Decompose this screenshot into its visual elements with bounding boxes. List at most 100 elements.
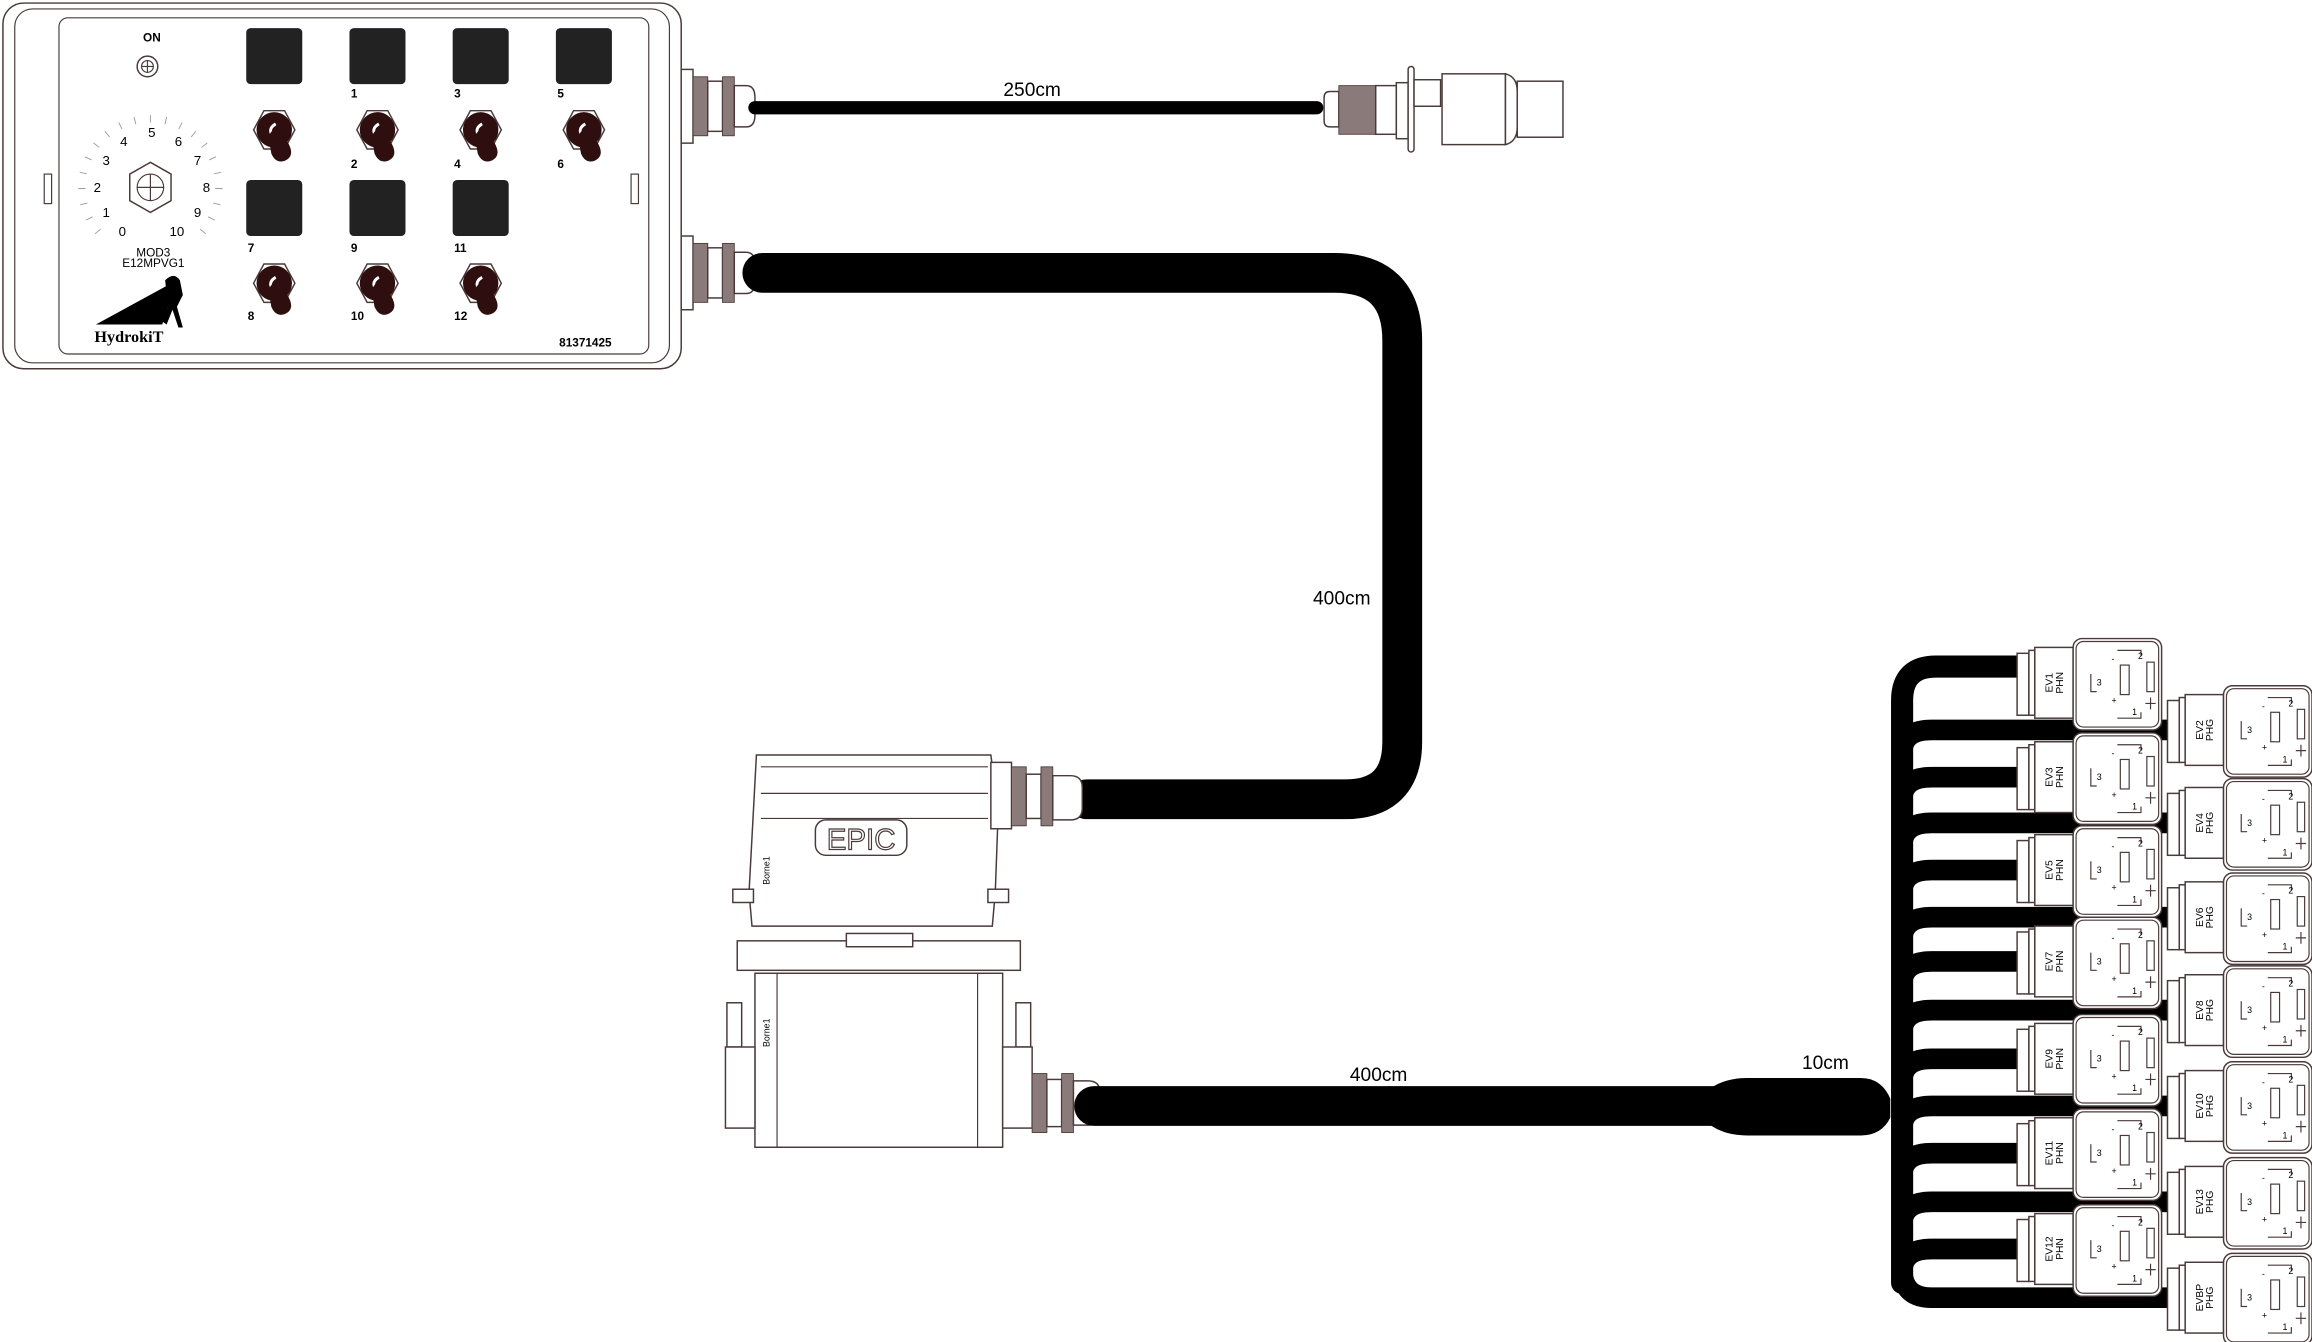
toggle-switch-6[interactable] [355,263,399,315]
pin-label: 1 [2283,1035,2288,1045]
switch-number: 10 [351,310,365,323]
pin-label: 1 [2283,1226,2288,1236]
pin-label: 2 [2288,1074,2293,1084]
valve-type: PHN [2055,672,2066,694]
pin-label: + [2262,1214,2267,1224]
pin-label: 1 [2283,847,2288,857]
switch-number: 4 [454,158,461,171]
pin-label: 1 [2132,1273,2137,1283]
pin-label: 1 [2132,1083,2137,1093]
harness-branch [1891,719,2181,764]
pin-label: + [2262,1023,2267,1033]
switch-number: 7 [248,242,255,255]
pin-label: 2 [2288,1170,2293,1180]
valve-name: EV3 [2044,767,2055,787]
dial-tick [164,116,168,125]
harness-trunk [1891,655,2032,1294]
harness-branch [1891,906,2181,952]
toggle-switch-2[interactable] [355,109,399,162]
epic-connector: EPIC Borne1 Borne1 [724,754,1101,1148]
epic-hood: EPIC Borne1 [732,754,1084,927]
dial-tick [209,156,217,161]
valve-type: PHG [2205,1191,2216,1213]
harness-branch [1891,951,2031,996]
pin-label: - [2262,794,2265,804]
dial-number: 1 [102,205,109,220]
valve-name: EV10 [2195,1093,2206,1118]
dial-tick [190,130,197,138]
dial-tick [79,171,88,175]
pin-label: - [2262,1269,2265,1279]
pin-label: - [2111,933,2114,943]
main-cable [742,252,1423,820]
toggle-switch-5[interactable] [252,263,296,315]
svg-text:Borne1: Borne1 [762,856,772,885]
pin-label: 3 [2247,725,2252,735]
pin-label: 2 [2138,1027,2143,1037]
ground-icon [2145,1167,2156,1180]
dial-tick [199,228,207,235]
pin-label: + [2262,1119,2267,1129]
pin-label: 3 [2247,1293,2252,1303]
pin-label: + [2262,930,2267,940]
switch-number: 2 [351,158,358,171]
pin-label: 1 [2283,942,2288,952]
pin-label: 2 [2138,1122,2143,1132]
pin-label: - [2262,889,2265,899]
dial-tick [104,130,110,138]
valve-name: EV6 [2195,907,2206,927]
toggle-switch-4[interactable] [562,109,606,162]
pin-label: - [2111,1030,2114,1040]
dial-tick [213,171,222,175]
indicator-display [246,28,303,85]
valve-name: EV11 [2044,1141,2055,1166]
indicator-display [349,28,406,85]
power-switch[interactable] [136,55,159,78]
toggle-switch-1[interactable] [252,109,296,162]
pin-label: - [2111,749,2114,759]
pin-label: 1 [2132,802,2137,812]
switch-number: 8 [248,310,255,323]
harness-branch [1891,1191,2181,1236]
toggle-switch-7[interactable] [459,263,503,315]
pin-label: + [2111,790,2116,800]
dial-number: 4 [120,134,127,149]
dial-tick [133,116,137,125]
switch-number: 9 [351,242,358,255]
harness-branch [1891,766,2031,812]
dial-tick [213,202,221,206]
dial-tick [208,216,215,221]
valve-name: EV12 [2044,1236,2055,1261]
ground-icon [2145,884,2156,897]
pin-label: 3 [2097,956,2102,966]
valve-name: EV8 [2195,1000,2206,1020]
pin-label: 2 [2138,651,2143,661]
svg-text:Borne1: Borne1 [762,1018,772,1047]
valve-type: PHN [2055,951,2066,973]
valve-type: PHG [2205,812,2216,834]
toggle-switch-3[interactable] [459,109,503,162]
pin-label: 2 [2288,1266,2293,1276]
pin-label: 1 [2132,986,2137,996]
ground-icon [2295,837,2307,850]
dial-tick [178,122,183,130]
valve-name: EVBP [2195,1284,2206,1312]
indicator-display [246,179,303,237]
pin-label: - [2262,1173,2265,1183]
valve-name: EV4 [2195,813,2206,833]
valve-name: EV1 [2044,673,2055,693]
valve-name: EV2 [2195,720,2206,740]
switch-number: 11 [454,242,467,255]
valve-type: PHN [2055,1142,2066,1164]
valve-type: PHG [2205,1095,2216,1117]
